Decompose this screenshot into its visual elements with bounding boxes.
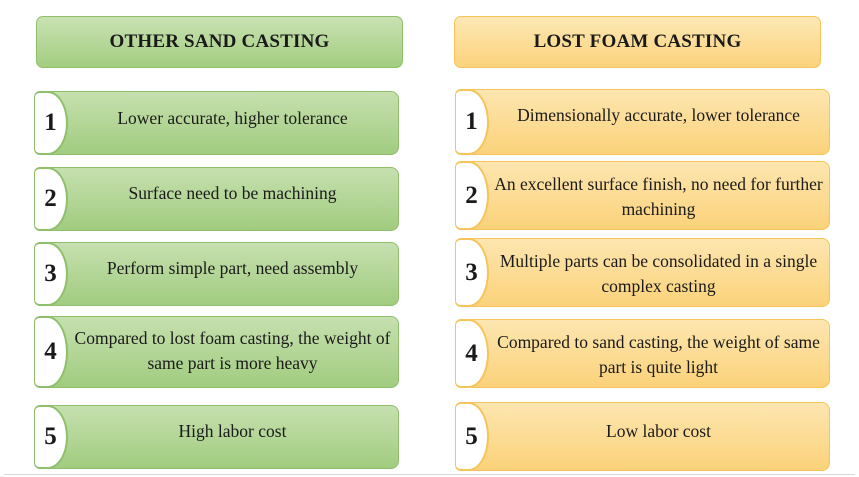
row-number: 5 [455,402,489,471]
row-text: Low labor cost [606,421,711,441]
row-text: Compared to sand casting, the weight of … [497,332,820,377]
sand-casting-row-2: 2 Surface need to be machining [34,167,399,231]
row-number: 2 [34,167,68,231]
lost-foam-row-1: 1 Dimensionally accurate, lower toleranc… [455,89,830,155]
sand-casting-row-1: 1 Lower accurate, higher tolerance [34,91,399,155]
lost-foam-casting-title: LOST FOAM CASTING [533,31,742,52]
other-sand-casting-title: OTHER SAND CASTING [109,31,330,52]
row-number: 5 [34,405,68,469]
row-text: Compared to lost foam casting, the weigh… [74,328,391,373]
row-number: 1 [455,89,489,155]
other-sand-casting-header: OTHER SAND CASTING [36,16,403,68]
row-text: Lower accurate, higher tolerance [117,108,348,128]
row-number: 2 [455,161,489,230]
lost-foam-row-3: 3 Multiple parts can be consolidated in … [455,238,830,307]
lost-foam-row-2: 2 An excellent surface finish, no need f… [455,161,830,230]
sand-casting-row-3: 3 Perform simple part, need assembly [34,242,399,306]
bottom-divider [4,474,855,475]
lost-foam-row-4: 4 Compared to sand casting, the weight o… [455,319,830,388]
sand-casting-row-4: 4 Compared to lost foam casting, the wei… [34,316,399,388]
row-text: Perform simple part, need assembly [106,258,359,278]
row-text: Dimensionally accurate, lower tolerance [517,105,800,125]
row-text: High labor cost [178,421,287,441]
sand-casting-row-5: 5 High labor cost [34,405,399,469]
row-number: 3 [455,238,489,307]
row-number: 3 [34,242,68,306]
row-number: 1 [34,91,68,155]
row-number: 4 [34,316,68,388]
lost-foam-casting-header: LOST FOAM CASTING [454,16,821,68]
row-text: An excellent surface finish, no need for… [494,174,823,219]
row-number: 4 [455,319,489,388]
row-text: Multiple parts can be consolidated in a … [499,251,818,296]
row-text: Surface need to be machining [128,183,337,203]
lost-foam-row-5: 5 Low labor cost [455,402,830,471]
